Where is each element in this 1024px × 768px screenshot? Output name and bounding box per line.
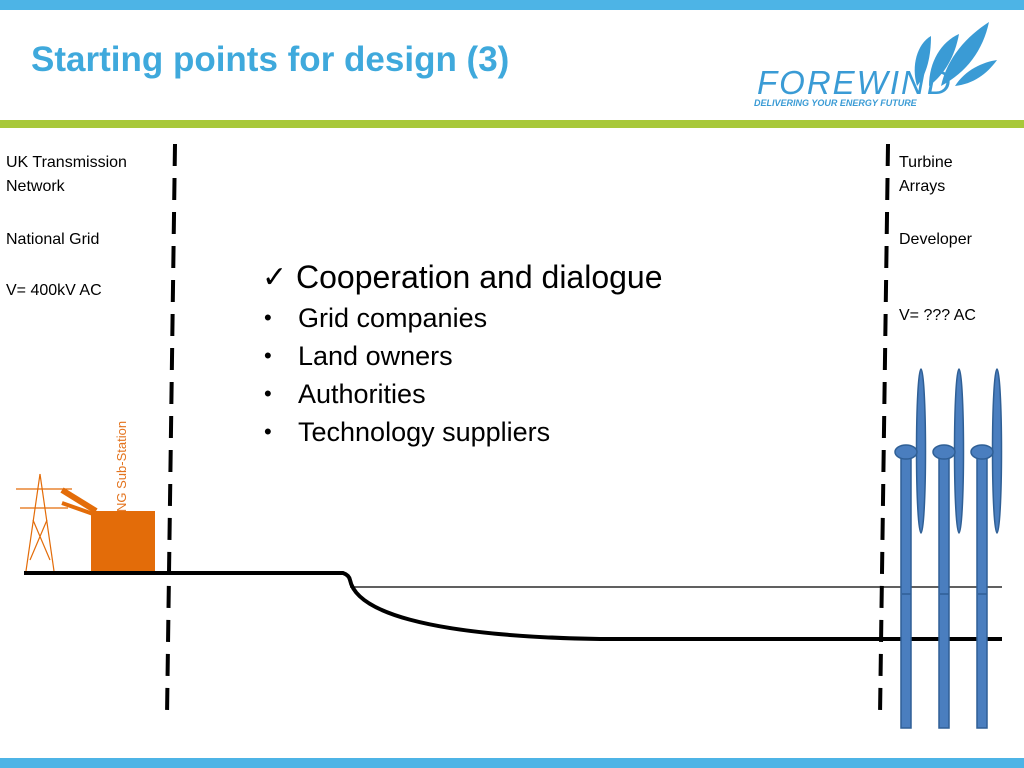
wind-leaves-icon <box>914 22 997 86</box>
bullet-item: • Technology suppliers <box>262 413 663 451</box>
bullet-item: • Authorities <box>262 375 663 413</box>
bullet-icon: • <box>264 381 272 406</box>
wind-turbine <box>894 368 927 729</box>
left-owner-label: National Grid <box>6 231 100 248</box>
left-network-line2: Network <box>6 178 65 195</box>
bullet-text: Technology suppliers <box>298 416 551 447</box>
top-accent-bar <box>0 0 1024 10</box>
content-heading-text: Cooperation and dialogue <box>296 258 663 295</box>
bullet-item: • Grid companies <box>262 299 663 337</box>
right-voltage-label: V= ??? AC <box>899 307 976 324</box>
bullet-text: Authorities <box>298 378 426 409</box>
overhead-line-lower <box>61 501 97 517</box>
bullet-list: • Grid companies • Land owners • Authoritie… <box>262 299 663 451</box>
bullet-icon: • <box>264 343 272 368</box>
bullet-text: Land owners <box>298 340 453 371</box>
logo-wordmark: FOREWIND <box>757 64 953 101</box>
bullet-icon: • <box>264 305 272 330</box>
right-owner-label: Developer <box>899 231 972 248</box>
onshore-boundary-line <box>165 143 177 717</box>
wind-turbine <box>932 368 965 729</box>
wind-turbine <box>970 368 1003 729</box>
substation-block <box>91 511 155 573</box>
left-voltage-label: V= 400kV AC <box>6 282 102 299</box>
content-heading: ✓ Cooperation and dialogue <box>262 255 663 299</box>
bullet-text: Grid companies <box>298 302 488 333</box>
bullet-item: • Land owners <box>262 337 663 375</box>
left-network-line1: UK Transmission <box>6 154 127 171</box>
logo-tagline: DELIVERING YOUR ENERGY FUTURE <box>754 98 917 108</box>
right-arrays-line2: Arrays <box>899 178 946 195</box>
bottom-accent-bar <box>0 758 1024 768</box>
right-arrays-line1: Turbine <box>899 154 953 171</box>
offshore-boundary-line <box>878 143 890 717</box>
title-divider <box>0 120 1024 128</box>
forewind-logo: FOREWIND DELIVERING YOUR ENERGY FUTURE <box>745 14 1000 112</box>
content-block: ✓ Cooperation and dialogue • Grid compani… <box>262 255 663 451</box>
bullet-icon: • <box>264 419 272 444</box>
slide-title: Starting points for design (3) <box>31 40 510 79</box>
overhead-line-upper <box>60 487 98 514</box>
export-cable-line <box>24 571 1002 641</box>
substation-label: NG Sub-Station <box>114 420 129 512</box>
checkmark-icon: ✓ <box>262 260 288 294</box>
